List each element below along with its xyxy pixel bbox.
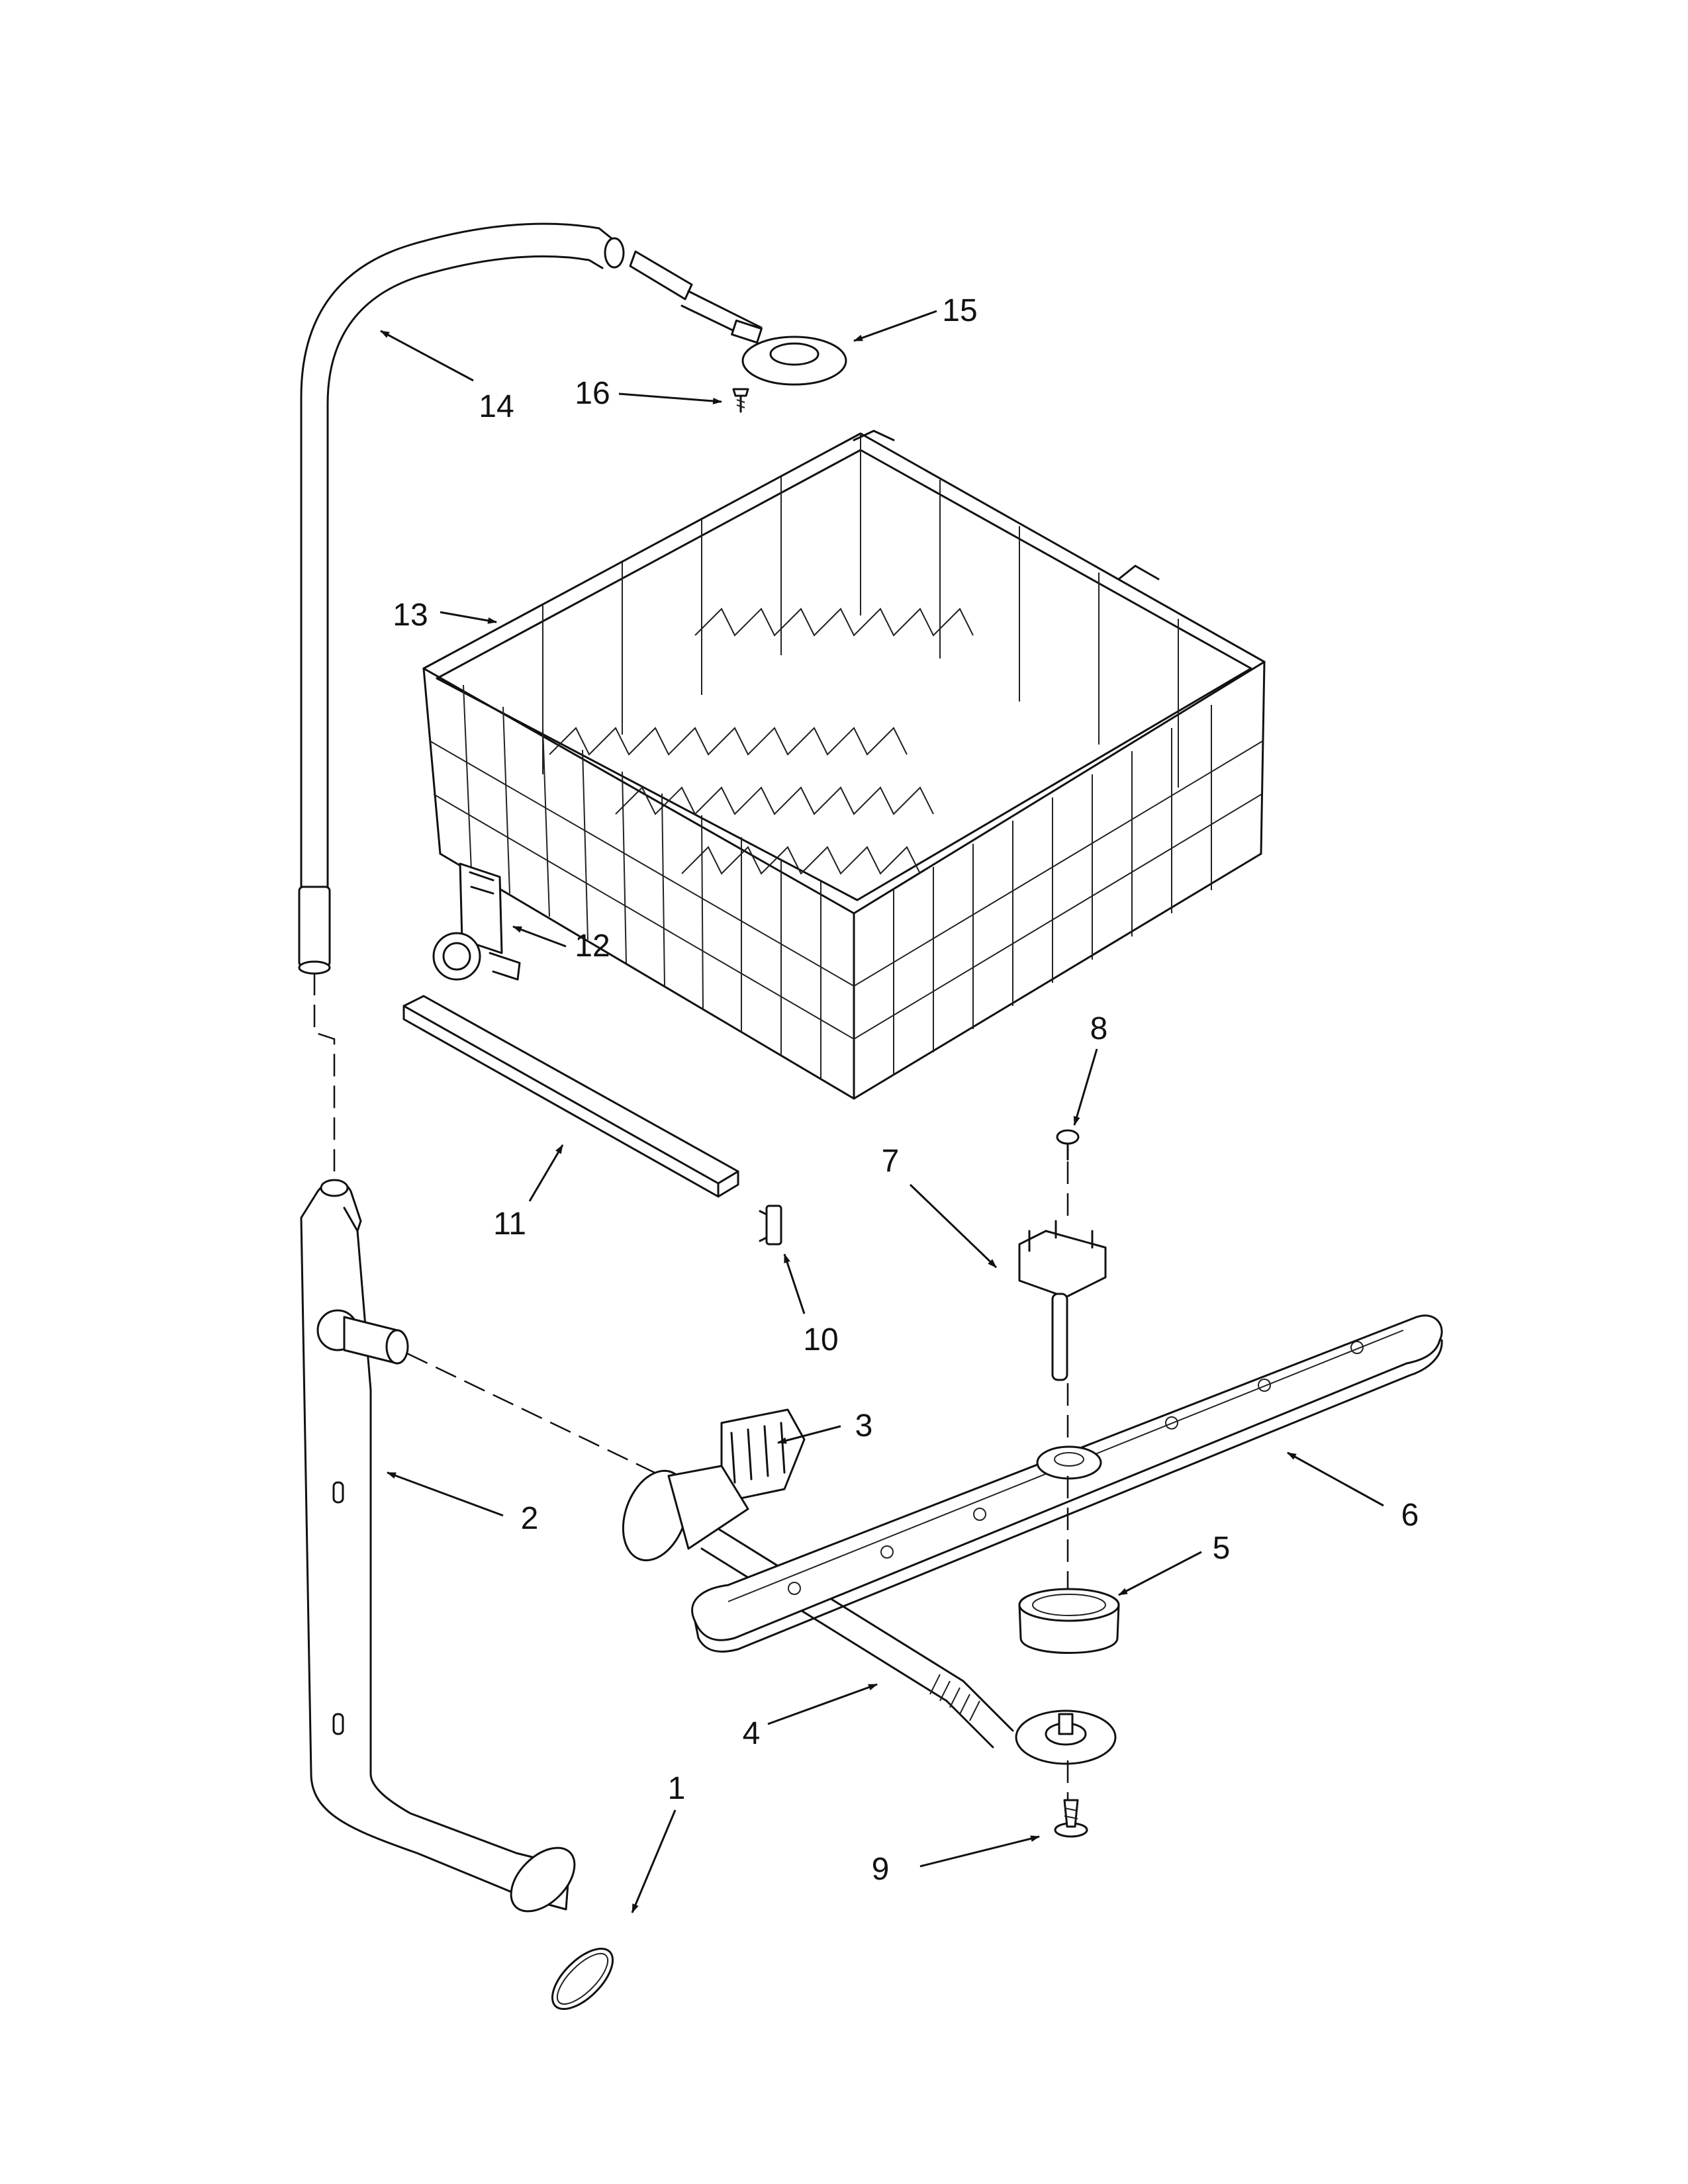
- lower-supply-tube-part: [622, 1465, 1117, 1765]
- callout-6: 6: [1401, 1498, 1419, 1533]
- rail-stop-part: [759, 1205, 782, 1246]
- leader-12: [512, 925, 567, 948]
- leader-15: [853, 310, 937, 342]
- leader-6: [1287, 1451, 1384, 1507]
- leader-3: [777, 1425, 841, 1444]
- rack-track-part: [402, 995, 739, 1198]
- leader-4: [767, 1683, 878, 1725]
- manifold-part: [300, 1179, 576, 1913]
- leader-8: [1073, 1048, 1098, 1126]
- bearing-ring-part: [1018, 1588, 1120, 1654]
- hub-screw-part: [1056, 1129, 1080, 1161]
- callout-2: 2: [521, 1501, 539, 1536]
- leader-9: [919, 1835, 1040, 1868]
- callout-9: 9: [872, 1852, 890, 1887]
- callout-10: 10: [803, 1322, 838, 1357]
- leader-16: [618, 392, 722, 404]
- callout-16: 16: [575, 376, 610, 411]
- upper-dishrack-part: [422, 430, 1266, 1100]
- assembly-line-tube: [313, 973, 336, 1171]
- rack-adjuster-part: [432, 862, 521, 981]
- nozzle-screw-part: [732, 388, 749, 413]
- callout-7: 7: [882, 1144, 900, 1179]
- leader-lines: [380, 310, 1384, 1913]
- upper-spray-nozzle-part: [629, 250, 847, 386]
- assembly-line-manifold: [406, 1352, 676, 1484]
- callout-3: 3: [855, 1408, 873, 1443]
- callout-8: 8: [1090, 1011, 1108, 1046]
- spray-arm-hub-part: [1018, 1220, 1107, 1381]
- callout-1: 1: [668, 1771, 686, 1806]
- callout-labels: 1 2 3 4 5 6 7 8 9 10 11 12 13 14 15 16: [393, 293, 1419, 1887]
- callout-4: 4: [743, 1716, 761, 1751]
- leader-7: [909, 1183, 998, 1269]
- leader-5: [1118, 1551, 1202, 1596]
- base-screw-part: [1054, 1799, 1088, 1838]
- o-ring-part: [551, 1947, 614, 2011]
- supply-tube-part: [298, 222, 625, 975]
- callout-12: 12: [575, 929, 610, 964]
- callout-15: 15: [942, 293, 977, 328]
- leader-2: [387, 1471, 504, 1517]
- callout-11: 11: [493, 1206, 526, 1242]
- leader-11: [528, 1144, 564, 1202]
- leader-13: [440, 611, 497, 624]
- leader-14: [380, 330, 474, 382]
- leader-10: [783, 1253, 806, 1314]
- leader-1: [631, 1809, 677, 1913]
- callout-14: 14: [479, 389, 514, 424]
- callout-13: 13: [393, 598, 428, 633]
- callout-5: 5: [1213, 1531, 1231, 1566]
